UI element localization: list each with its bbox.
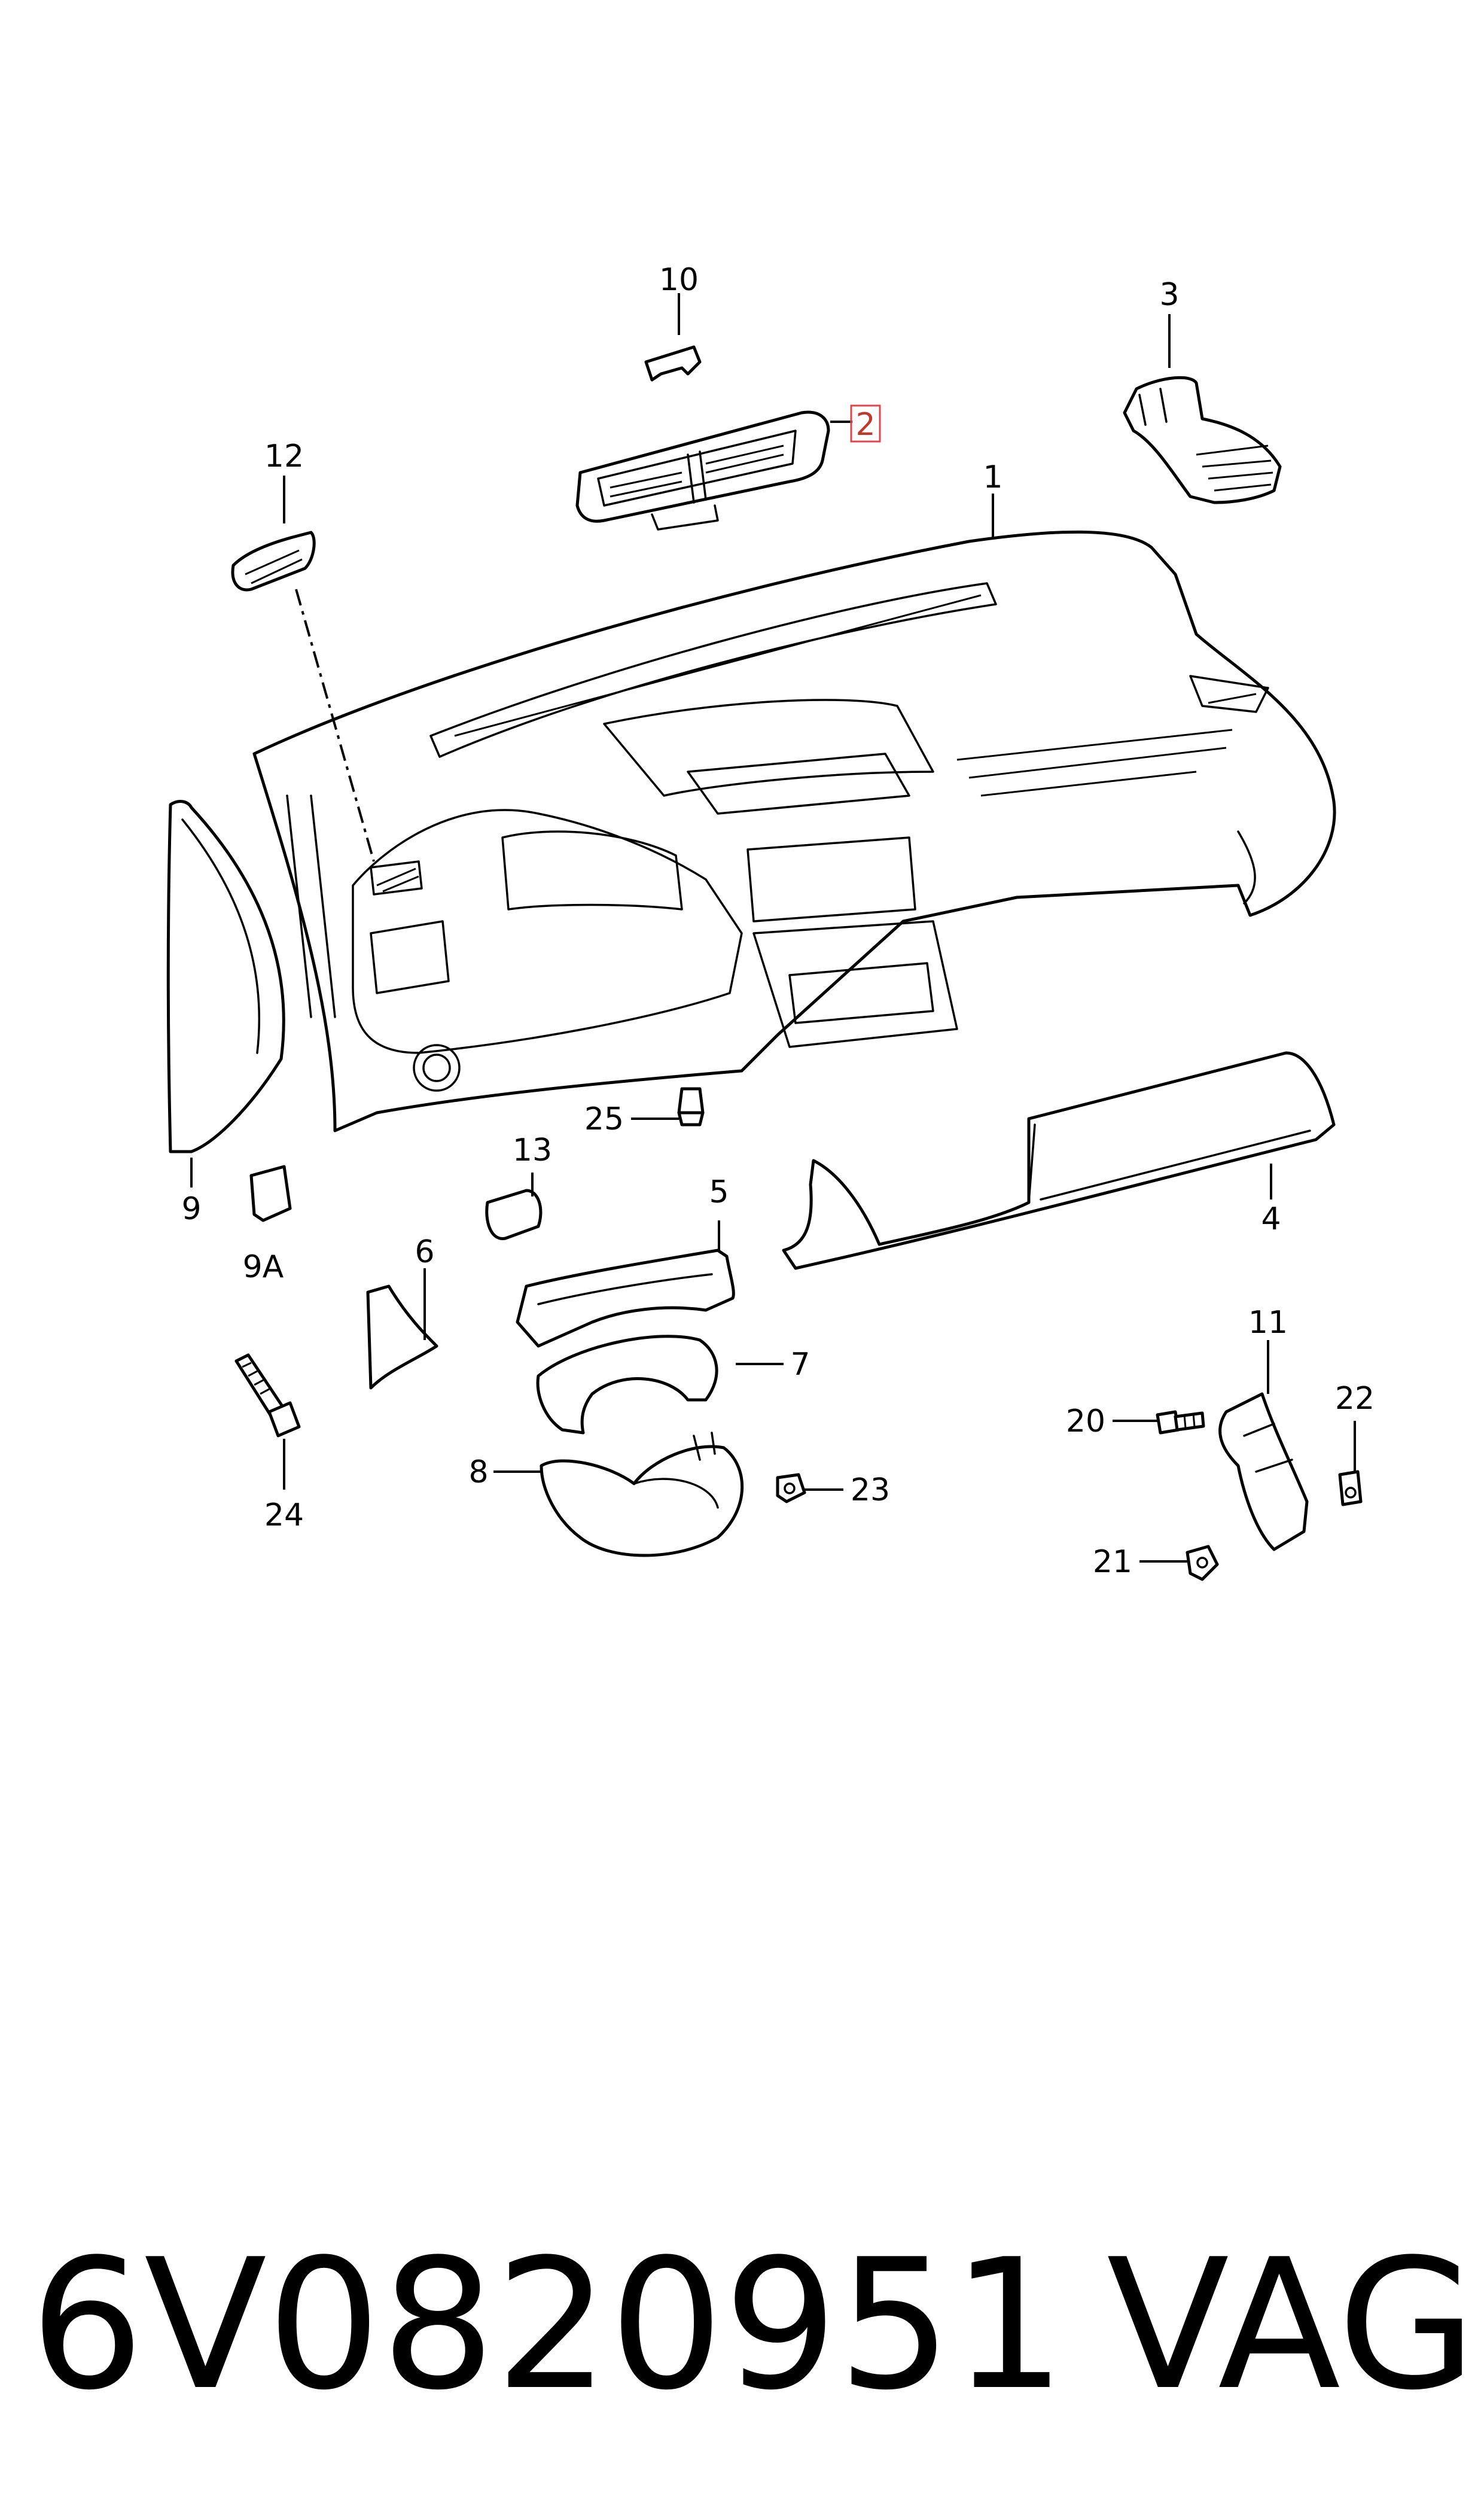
bracket-part-11: [1218, 1392, 1309, 1551]
nut-part-21: [1186, 1545, 1219, 1581]
clip-part-10: [644, 345, 702, 382]
callout-24: 24: [264, 1497, 304, 1533]
callout-7: 7: [790, 1347, 810, 1383]
knee-trim-part-6: [366, 1284, 438, 1390]
bolt-part-24: [234, 1353, 301, 1438]
callout-13: 13: [513, 1132, 552, 1168]
callout-2-highlight-box: [850, 404, 881, 443]
column-cover-upper-part-5: [516, 1249, 735, 1348]
nut-part-23: [776, 1473, 806, 1503]
trim-strip-part-4: [782, 1051, 1336, 1270]
clip-part-22: [1338, 1470, 1363, 1506]
callout-4: 4: [1261, 1201, 1281, 1237]
side-air-vent-part: [1123, 376, 1282, 504]
bracket-part-9a: [249, 1165, 292, 1222]
callout-2: 2: [855, 407, 875, 443]
callout-10: 10: [659, 262, 699, 298]
callout-22: 22: [1335, 1381, 1375, 1417]
callout-8: 8: [468, 1454, 488, 1490]
callout-9a: 9A: [243, 1249, 284, 1285]
callout-12: 12: [264, 439, 304, 474]
leader-lines: [190, 293, 1356, 1563]
callout-23: 23: [851, 1472, 890, 1508]
callout-1: 1: [983, 459, 1002, 495]
screw-part-25: [677, 1087, 705, 1126]
side-cover-part-9: [166, 800, 285, 1153]
cap-part-13: [485, 1189, 543, 1240]
callout-6: 6: [415, 1234, 434, 1270]
callout-5: 5: [709, 1174, 729, 1210]
column-shroud-part-7: [536, 1335, 718, 1435]
callout-20: 20: [1066, 1403, 1105, 1439]
callout-11: 11: [1248, 1305, 1288, 1341]
dashboard-part: [252, 530, 1336, 1132]
brand-label: VAG: [1107, 2221, 1476, 2429]
callout-25: 25: [584, 1101, 624, 1137]
callout-21: 21: [1093, 1544, 1132, 1580]
callout-9: 9: [181, 1191, 201, 1227]
part-number-label: 6V0820951: [30, 2221, 1066, 2429]
dash-line-12: [295, 589, 375, 862]
small-vent-part-12: [231, 531, 316, 592]
bolt-part-20: [1156, 1410, 1205, 1435]
center-air-vent-part: [575, 410, 830, 531]
column-cover-lower-part-8: [540, 1432, 744, 1557]
callout-3: 3: [1159, 277, 1179, 313]
